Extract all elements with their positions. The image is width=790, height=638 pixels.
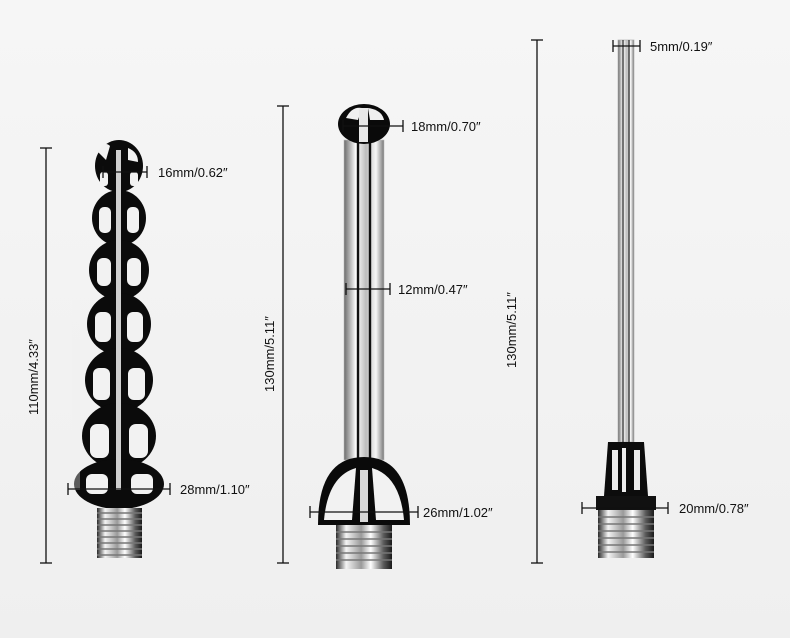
dimension-lines-1 bbox=[40, 147, 171, 564]
product-3-tip-diameter-label: 5mm/0.19″ bbox=[650, 39, 713, 54]
beaded-nozzle bbox=[72, 140, 164, 558]
product-2-tip-diameter-label: 18mm/0.70″ bbox=[411, 119, 481, 134]
product-1-length-label: 110mm/4.33″ bbox=[26, 339, 41, 415]
product-3-length-label: 130mm/5.11″ bbox=[504, 292, 519, 368]
product-2-base-diameter-label: 26mm/1.02″ bbox=[423, 505, 493, 520]
product-1-tip-diameter-label: 16mm/0.62″ bbox=[158, 165, 228, 180]
dimension-lines-2 bbox=[277, 105, 419, 564]
product-1-base-diameter-label: 28mm/1.10″ bbox=[180, 482, 250, 497]
product-2-length-label: 130mm/5.11″ bbox=[262, 316, 277, 392]
product-2-shaft-diameter-label: 12mm/0.47″ bbox=[398, 282, 468, 297]
tube-nozzle bbox=[596, 39, 656, 558]
product-3-base-diameter-label: 20mm/0.78″ bbox=[679, 501, 749, 516]
bulb-nozzle bbox=[318, 104, 410, 569]
dimension-lines-3 bbox=[531, 39, 669, 564]
